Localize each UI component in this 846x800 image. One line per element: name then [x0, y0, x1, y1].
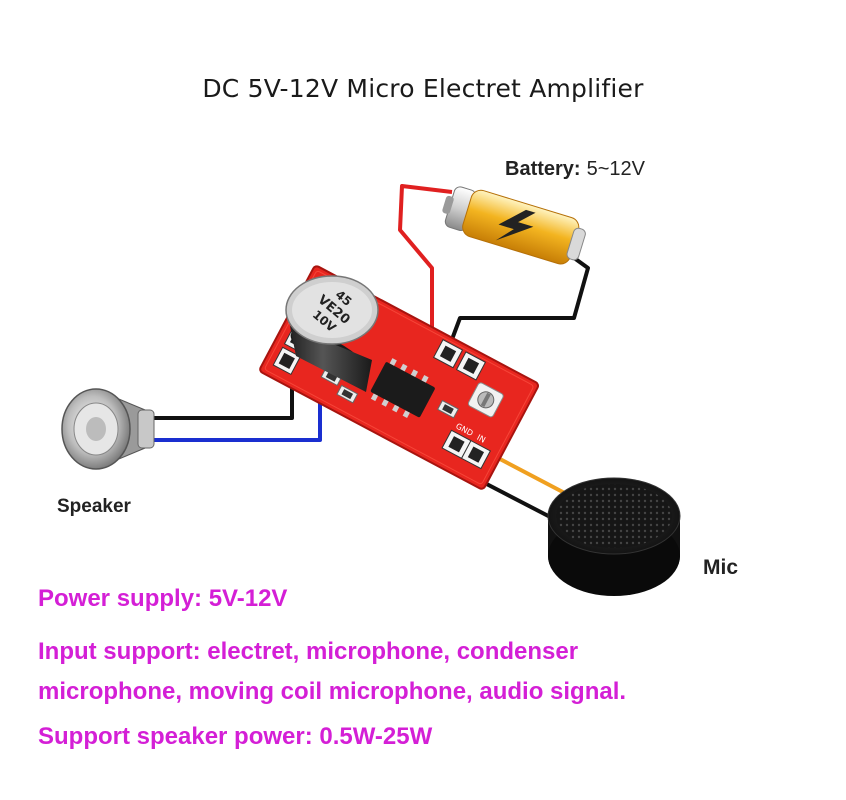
battery-red-wire: [398, 184, 453, 340]
spec-power-supply: Power supply: 5V-12V: [38, 585, 288, 612]
spec-input-support: Input support: electret, microphone, con…: [38, 632, 626, 712]
battery-label-text: Battery: [505, 158, 574, 180]
microphone-icon: [547, 477, 681, 596]
spec-input-line-2: microphone, moving coil microphone, audi…: [38, 678, 627, 705]
spec-input-line-1: Input support: electret, microphone, con…: [38, 638, 579, 665]
pcb-in-label: IN: [475, 433, 487, 445]
mic-label: Mic: [703, 556, 739, 579]
battery-label: Battery:5~12V: [505, 158, 645, 181]
speaker-icon: [61, 388, 155, 470]
speaker-label: Speaker: [57, 496, 131, 517]
battery-icon: [442, 186, 586, 265]
battery-voltage: 5~12V: [586, 158, 645, 180]
battery-label-separator: :: [573, 158, 581, 180]
speaker-black-wire: [150, 378, 294, 420]
diagram-title: DC 5V-12V Micro Electret Amplifier: [202, 74, 644, 103]
speaker-blue-wire: [150, 388, 322, 442]
battery-black-wire: [446, 253, 590, 351]
spec-speaker-power: Support speaker power: 0.5W-25W: [38, 723, 433, 750]
capacitor-icon: 45 VE20 10V: [285, 275, 379, 392]
